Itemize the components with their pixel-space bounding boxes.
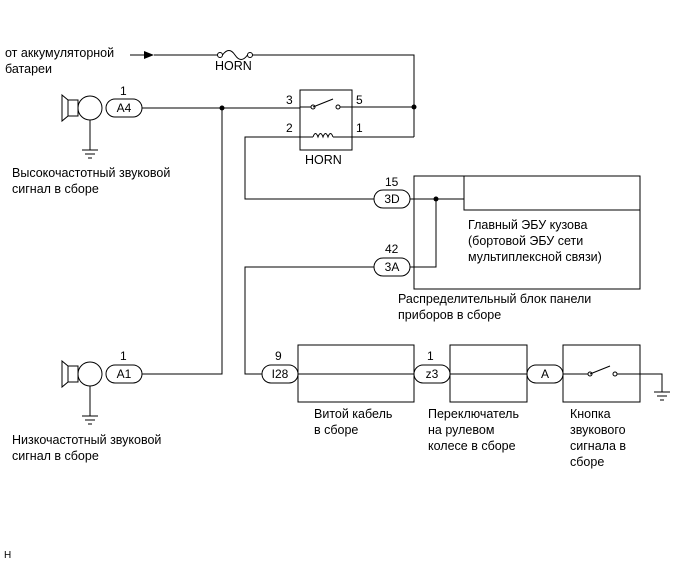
horn-button-label-line1: Кнопка <box>570 407 611 421</box>
fuse-label: HORN <box>215 59 252 73</box>
horn-button-ground-wire <box>640 373 663 392</box>
ecu-3a-internal-wire <box>410 199 437 268</box>
horn-button-connector-label: A <box>541 367 549 381</box>
relay-pin2-to-ecu-wire <box>244 136 374 200</box>
high-horn-ground-icon <box>82 149 98 159</box>
wire-junction-dot <box>411 104 417 110</box>
corner-mark: H <box>4 550 11 561</box>
ecu-pin-15: 15 <box>385 175 399 189</box>
low-horn-connector <box>105 364 143 384</box>
relay-pin-1: 1 <box>356 121 363 135</box>
horn-fuse-icon <box>217 50 253 60</box>
fuse-to-relay-wire <box>252 54 415 137</box>
ecu-to-spiral-cable-wire <box>244 266 374 375</box>
body-ecu-label-line3: мультиплексной связи) <box>468 250 602 264</box>
body-ecu-label-line1: Главный ЭБУ кузова <box>468 218 588 232</box>
steering-switch-label-line1: Переключатель <box>428 407 519 421</box>
relay-pin-2: 2 <box>286 121 293 135</box>
high-horn-label-line1: Высокочастотный звуковой <box>12 166 170 180</box>
steering-switch-label-line3: колесе в сборе <box>428 439 516 453</box>
high-horn-icon <box>61 93 103 123</box>
relay-coil-icon <box>300 133 352 139</box>
low-horn-label-line2: сигнал в сборе <box>12 449 99 463</box>
high-horn-pin: 1 <box>120 84 127 98</box>
horn-button-label-line4: сборе <box>570 455 604 469</box>
spiral-cable-label-line2: в сборе <box>314 423 358 437</box>
horn-button-ground-icon <box>654 391 670 401</box>
ecu-connector-3d-label: 3D <box>384 192 400 206</box>
relay-switch-contact-icon <box>300 98 352 110</box>
relay-label: HORN <box>305 153 342 167</box>
high-horn-connector-label: A4 <box>117 101 132 115</box>
spiral-cable-label-line1: Витой кабель <box>314 407 392 421</box>
horn-bus-wire <box>142 108 223 375</box>
body-ecu-label-line2: (бортовой ЭБУ сети <box>468 234 583 248</box>
junction-block-label-line2: приборов в сборе <box>398 308 501 322</box>
battery-label-line2: батареи <box>5 62 52 76</box>
horn-button-switch-icon <box>563 365 640 377</box>
low-horn-icon <box>61 359 103 389</box>
low-horn-connector-label: A1 <box>117 367 132 381</box>
junction-block-label-line1: Распределительный блок панели <box>398 292 591 306</box>
battery-arrow-icon <box>144 51 154 59</box>
relay-pin-5: 5 <box>356 93 363 107</box>
steering-switch-label-line2: на рулевом <box>428 423 494 437</box>
horn-button-label-line3: сигнала в <box>570 439 626 453</box>
horn-relay-box <box>299 89 353 151</box>
ecu-pin-42: 42 <box>385 242 399 256</box>
low-horn-ground-icon <box>82 415 98 425</box>
body-ecu-header-box <box>463 175 641 211</box>
relay-pin-3: 3 <box>286 93 293 107</box>
spiral-cable-pin: 9 <box>275 349 282 363</box>
battery-label-line1: от аккумуляторной <box>5 46 114 60</box>
steering-switch-connector-label: z3 <box>426 367 439 381</box>
high-horn-label-line2: сигнал в сборе <box>12 182 99 196</box>
steering-switch-pin: 1 <box>427 349 434 363</box>
horn-button-label-line2: звукового <box>570 423 626 437</box>
spiral-cable-connector-label: I28 <box>272 367 289 381</box>
low-horn-label-line1: Низкочастотный звуковой <box>12 433 161 447</box>
low-horn-pin: 1 <box>120 349 127 363</box>
ecu-connector-3a-label: 3A <box>385 260 400 274</box>
